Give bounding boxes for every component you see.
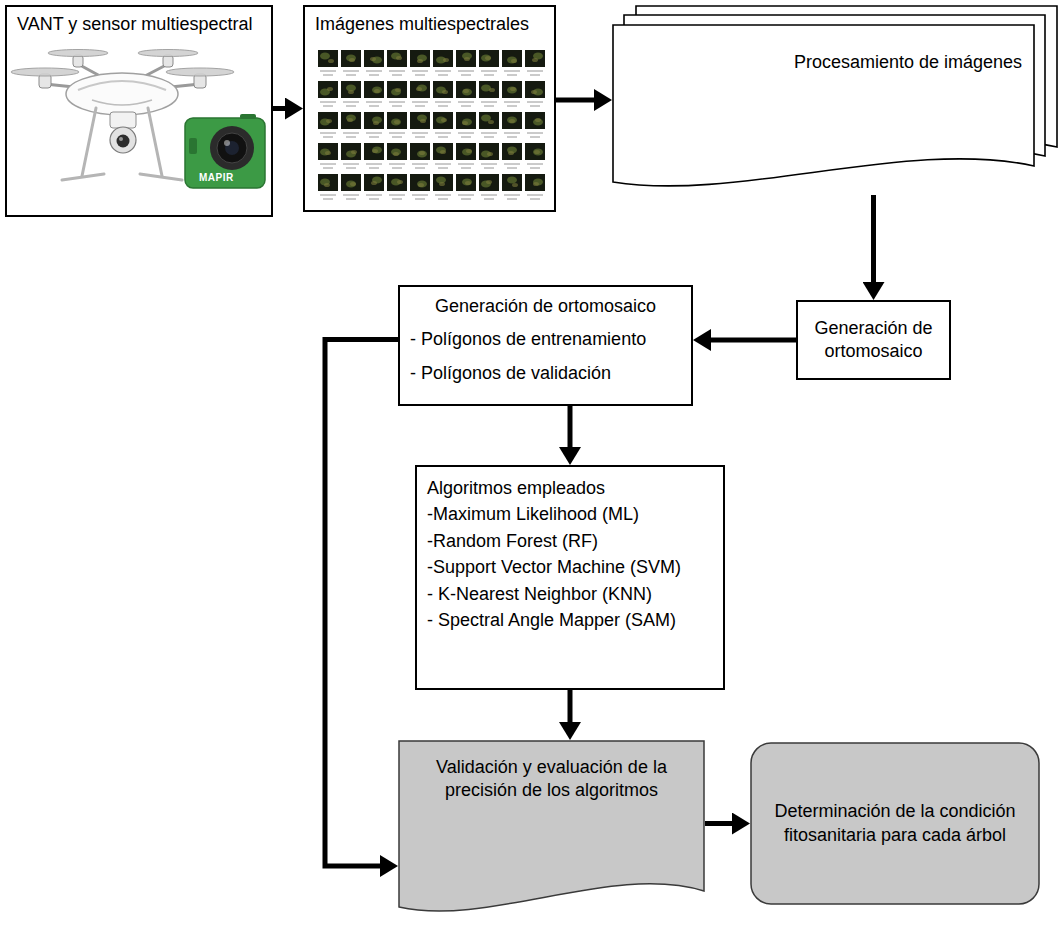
box-heading: Procesamiento de imágenes bbox=[792, 51, 1024, 74]
image-thumbnails bbox=[318, 50, 545, 199]
box-heading: Generación de ortomosaico bbox=[410, 295, 681, 318]
flow-arrow bbox=[556, 98, 600, 103]
image-thumbnail bbox=[456, 143, 476, 168]
image-thumbnail bbox=[364, 112, 384, 137]
image-thumbnail bbox=[341, 50, 361, 75]
image-thumbnail bbox=[479, 174, 499, 199]
flow-arrow bbox=[273, 106, 291, 111]
image-thumbnail bbox=[525, 81, 545, 106]
image-thumbnail bbox=[525, 50, 545, 75]
box-heading: VANT y sensor multiespectral bbox=[17, 13, 261, 36]
box-heading: Imágenes multiespectrales bbox=[315, 13, 544, 36]
image-thumbnail bbox=[410, 50, 430, 75]
box-text: - K-Nearest Neighbor (KNN) bbox=[427, 583, 713, 606]
image-thumbnail bbox=[364, 81, 384, 106]
image-thumbnail bbox=[318, 174, 338, 199]
image-thumbnail bbox=[364, 174, 384, 199]
brand-label: MAPIR bbox=[199, 172, 234, 183]
image-thumbnail bbox=[525, 174, 545, 199]
box-heading: Algoritmos empleados bbox=[427, 477, 713, 500]
image-thumbnail bbox=[479, 81, 499, 106]
image-thumbnail bbox=[387, 112, 407, 137]
image-thumbnail bbox=[410, 112, 430, 137]
box-text: -Random Forest (RF) bbox=[427, 530, 713, 553]
text-group: Imágenes multiespectrales bbox=[305, 7, 554, 42]
image-thumbnail bbox=[502, 143, 522, 168]
text-group: Generación de ortomosaico bbox=[798, 309, 949, 372]
text-group: VANT y sensor multiespectral bbox=[7, 7, 271, 42]
document-shape bbox=[399, 741, 704, 911]
box-text: -Support Vector Machine (SVM) bbox=[427, 556, 713, 579]
document-page bbox=[613, 25, 1034, 186]
process-box: Generación de ortomosaico bbox=[796, 300, 951, 380]
flow-arrow bbox=[325, 339, 398, 866]
text-group: Algoritmos empleados -Maximum Likelihood … bbox=[417, 467, 723, 642]
images-box: Imágenes multiespectrales bbox=[303, 5, 556, 212]
image-thumbnail bbox=[364, 50, 384, 75]
image-thumbnail bbox=[433, 81, 453, 106]
image-thumbnail bbox=[410, 81, 430, 106]
box-text: -Maximum Likelihood (ML) bbox=[427, 503, 713, 526]
flow-arrow bbox=[568, 406, 573, 453]
equipment-box: VANT y sensor multiespectral bbox=[5, 5, 273, 217]
text-group: Validación y evaluación de la precisión … bbox=[398, 740, 705, 819]
image-thumbnail bbox=[410, 174, 430, 199]
image-thumbnail bbox=[433, 143, 453, 168]
image-thumbnail bbox=[456, 112, 476, 137]
process-box: Generación de ortomosaico - Polígonos de … bbox=[398, 285, 693, 406]
document-box: Validación y evaluación de la precisión … bbox=[398, 740, 705, 920]
image-thumbnail bbox=[318, 81, 338, 106]
image-thumbnail bbox=[341, 112, 361, 137]
box-heading: Determinación de la condición fitosanita… bbox=[766, 800, 1024, 847]
rounded-shape bbox=[751, 743, 1039, 904]
image-thumbnail bbox=[479, 112, 499, 137]
image-thumbnail bbox=[433, 50, 453, 75]
image-thumbnail bbox=[525, 143, 545, 168]
image-thumbnail bbox=[456, 81, 476, 106]
image-thumbnail bbox=[387, 50, 407, 75]
image-thumbnail bbox=[456, 50, 476, 75]
flow-arrow bbox=[705, 821, 738, 826]
image-thumbnail bbox=[525, 112, 545, 137]
image-thumbnail bbox=[456, 174, 476, 199]
image-thumbnail bbox=[341, 143, 361, 168]
image-thumbnail bbox=[318, 143, 338, 168]
image-thumbnail bbox=[433, 174, 453, 199]
text-group: Determinación de la condición fitosanita… bbox=[750, 786, 1040, 861]
algorithms-box: Algoritmos empleados -Maximum Likelihood … bbox=[415, 465, 725, 690]
image-thumbnail bbox=[318, 50, 338, 75]
image-thumbnail bbox=[318, 112, 338, 137]
multi-document-box: Procesamiento de imágenes bbox=[612, 5, 1058, 195]
image-thumbnail bbox=[502, 50, 522, 75]
image-thumbnail bbox=[364, 143, 384, 168]
image-thumbnail bbox=[341, 174, 361, 199]
camera-illustration bbox=[185, 114, 265, 188]
terminal-box-outline bbox=[750, 742, 1040, 905]
image-thumbnail bbox=[502, 112, 522, 137]
text-group: Procesamiento de imágenes bbox=[612, 5, 1058, 74]
text-group: Generación de ortomosaico - Polígonos de … bbox=[400, 287, 691, 393]
multi-document-box-outline bbox=[612, 5, 1058, 195]
image-thumbnail bbox=[479, 50, 499, 75]
image-thumbnail bbox=[387, 143, 407, 168]
box-text: - Polígonos de entrenamiento bbox=[410, 328, 681, 351]
flow-arrow bbox=[705, 338, 796, 343]
terminal-box: Determinación de la condición fitosanita… bbox=[750, 742, 1040, 905]
box-heading: Validación y evaluación de la precisión … bbox=[414, 756, 689, 803]
flow-arrow bbox=[568, 690, 573, 728]
image-thumbnail bbox=[387, 174, 407, 199]
box-text: - Spectral Angle Mapper (SAM) bbox=[427, 609, 713, 632]
image-thumbnail bbox=[479, 143, 499, 168]
image-thumbnail bbox=[433, 112, 453, 137]
image-thumbnail bbox=[502, 174, 522, 199]
box-heading: Generación de ortomosaico bbox=[806, 317, 941, 364]
image-thumbnail bbox=[410, 143, 430, 168]
image-thumbnail bbox=[502, 81, 522, 106]
box-text: - Polígonos de validación bbox=[410, 362, 681, 385]
flow-arrow bbox=[871, 195, 876, 288]
image-thumbnail bbox=[387, 81, 407, 106]
image-thumbnail bbox=[341, 81, 361, 106]
